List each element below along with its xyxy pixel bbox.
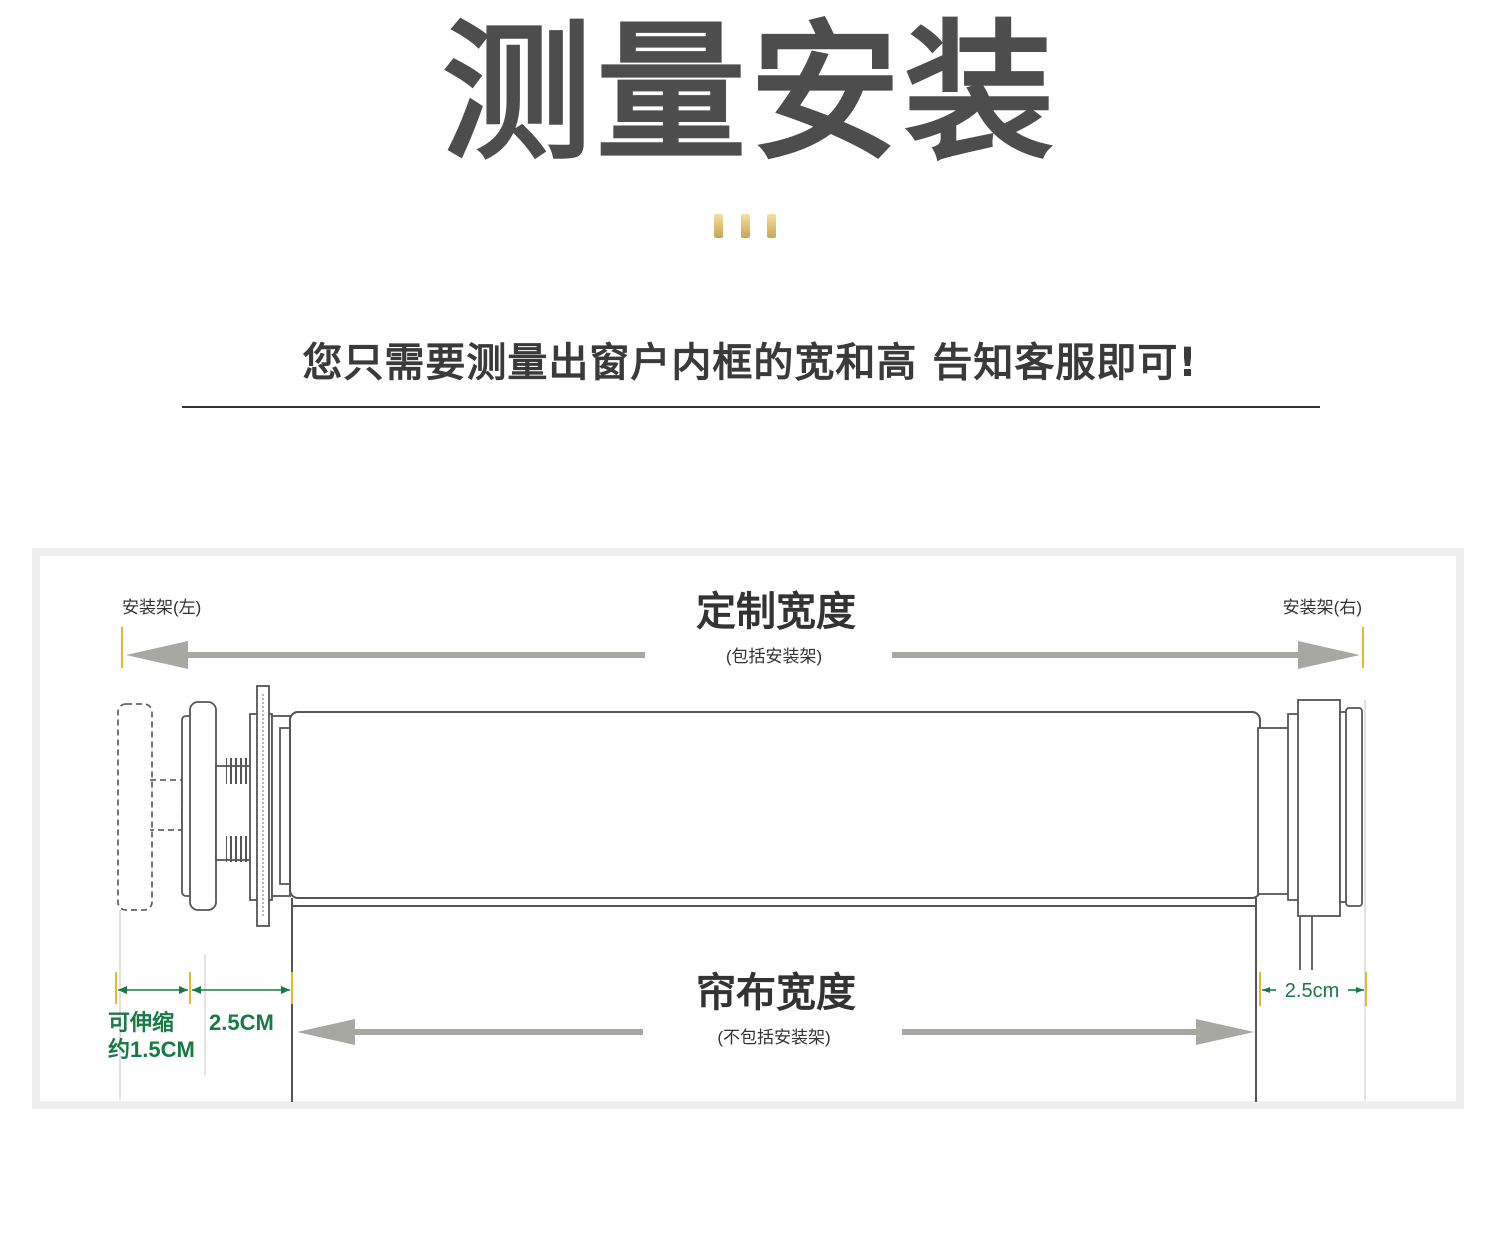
gold-divider-marks [714,214,776,238]
custom-width-arrow-right [892,641,1360,669]
left-bracket-mechanism [117,685,293,927]
bracket-left-label: 安装架(左) [122,598,201,617]
subtitle-underline [182,406,1320,408]
fabric-width-note: (不包括安装架) [717,1028,830,1047]
custom-width-arrow-left [126,641,645,669]
fabric-width-arrow-right [902,1019,1254,1045]
gap-left-label: 2.5CM [209,1010,274,1035]
roller-tube [289,711,1261,899]
dimension-telescopic [115,972,191,1004]
reference-lines [119,700,1366,1100]
telescopic-label-line2: 约1.5CM [108,1037,195,1062]
right-bracket-mechanism [1257,699,1363,970]
custom-width-label: 定制宽度 [696,590,856,634]
page-title: 测量安装 [441,7,1058,181]
dimension-gap-left [192,972,293,1004]
bracket-right-label: 安装架(右) [1283,598,1362,617]
telescopic-label-line1: 可伸缩 [108,1010,174,1035]
fabric-width-arrow-left [297,1019,643,1045]
telescopic-cap-dashed [117,703,153,911]
page-subtitle: 您只需要测量出窗户内框的宽和高 告知客服即可! [302,340,1198,386]
fabric-width-label: 帘布宽度 [696,971,856,1015]
gap-right-label: 2.5cm [1285,980,1339,1002]
custom-width-note: (包括安装架) [726,647,822,666]
dimension-gap-right [1259,972,1367,1006]
